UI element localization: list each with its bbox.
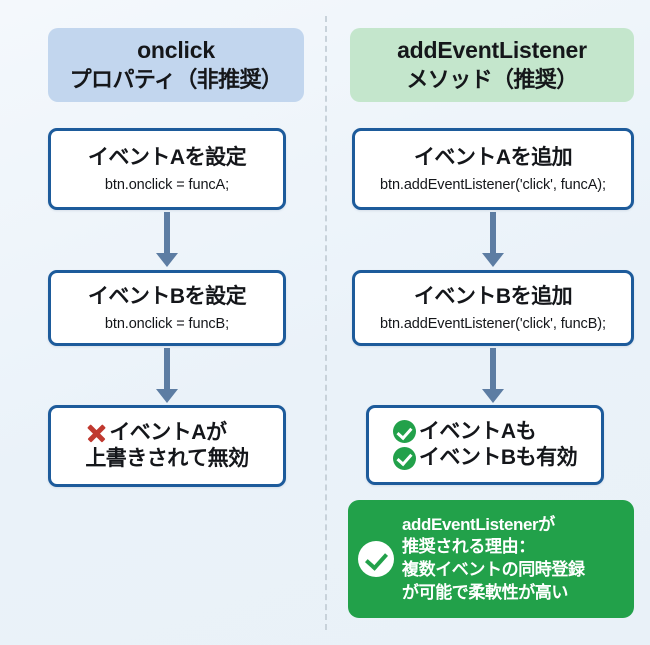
column-header-onclick-line1: onclick [137,37,215,64]
arrow-shaft [164,212,170,254]
arrow-head [482,253,504,267]
callout-line-4: が可能で柔軟性が高い [402,582,568,602]
left-step-2-title: イベントBを設定 [87,284,247,308]
right-result-line-1: イベントAも [392,419,577,445]
check-circle-icon [358,541,394,577]
arrow-head [156,389,178,403]
right-step-1-title: イベントAを追加 [413,145,573,169]
column-header-addeventlistener: addEventListener メソッド（推奨） [350,28,634,102]
column-header-addeventlistener-line1: addEventListener [397,37,587,64]
column-header-onclick-line2: プロパティ（非推奨） [69,66,283,92]
left-step-2-code: btn.onclick = funcB; [104,316,230,333]
right-result-line-2-label: イベントBも有効 [418,446,578,469]
check-circle-icon [392,420,416,444]
arrow-shaft [490,348,496,390]
arrow-shaft [164,348,170,390]
left-arrow-1-icon [156,212,178,267]
left-result-text: イベントAが 上書きされて無効 [85,420,249,473]
recommendation-callout-text: addEventListenerが 推奨される理由： 複数イベントの同時登録 が… [402,514,585,604]
right-step-2-box: イベントBを追加 btn.addEventListener('click', f… [352,270,634,346]
column-header-addeventlistener-line2: メソッド（推奨） [406,66,578,92]
left-result-line-1-label: イベントAが [109,420,227,444]
left-arrow-2-icon [156,348,178,403]
right-result-line-2: イベントBも有効 [392,445,578,471]
check-circle-icon [392,446,416,470]
right-result-line-1-label: イベントAも [418,419,537,443]
arrow-head [482,389,504,403]
right-step-1-box: イベントAを追加 btn.addEventListener('click', f… [352,128,634,210]
left-result-line-2: 上書きされて無効 [85,446,249,472]
callout-line-2: 推奨される理由： [402,537,535,557]
right-step-2-code: btn.addEventListener('click', funcB); [380,316,606,333]
left-step-1-box: イベントAを設定 btn.onclick = funcA; [48,128,286,210]
left-step-2-box: イベントBを設定 btn.onclick = funcB; [48,270,286,346]
left-result-box: イベントAが 上書きされて無効 [48,405,286,487]
callout-line-3: 複数イベントの同時登録 [402,560,585,579]
recommendation-callout: addEventListenerが 推奨される理由： 複数イベントの同時登録 が… [348,500,634,618]
left-result-line-2-label: 上書きされて無効 [85,447,249,470]
right-arrow-1-icon [482,212,504,267]
arrow-shaft [490,212,496,254]
right-result-text: イベントAも イベントBも有効 [392,419,578,472]
column-header-onclick: onclick プロパティ（非推奨） [48,28,304,102]
right-step-2-title: イベントBを追加 [413,284,573,308]
arrow-head [156,253,178,267]
left-result-line-1: イベントAが [85,420,248,446]
x-mark-icon [85,422,107,444]
left-step-1-title: イベントAを設定 [87,145,247,169]
right-result-box: イベントAも イベントBも有効 [366,405,604,485]
right-step-1-code: btn.addEventListener('click', funcA); [380,177,606,194]
left-step-1-code: btn.onclick = funcA; [104,177,230,194]
right-arrow-2-icon [482,348,504,403]
column-divider [325,16,327,630]
callout-line-1: addEventListenerが [402,514,555,534]
